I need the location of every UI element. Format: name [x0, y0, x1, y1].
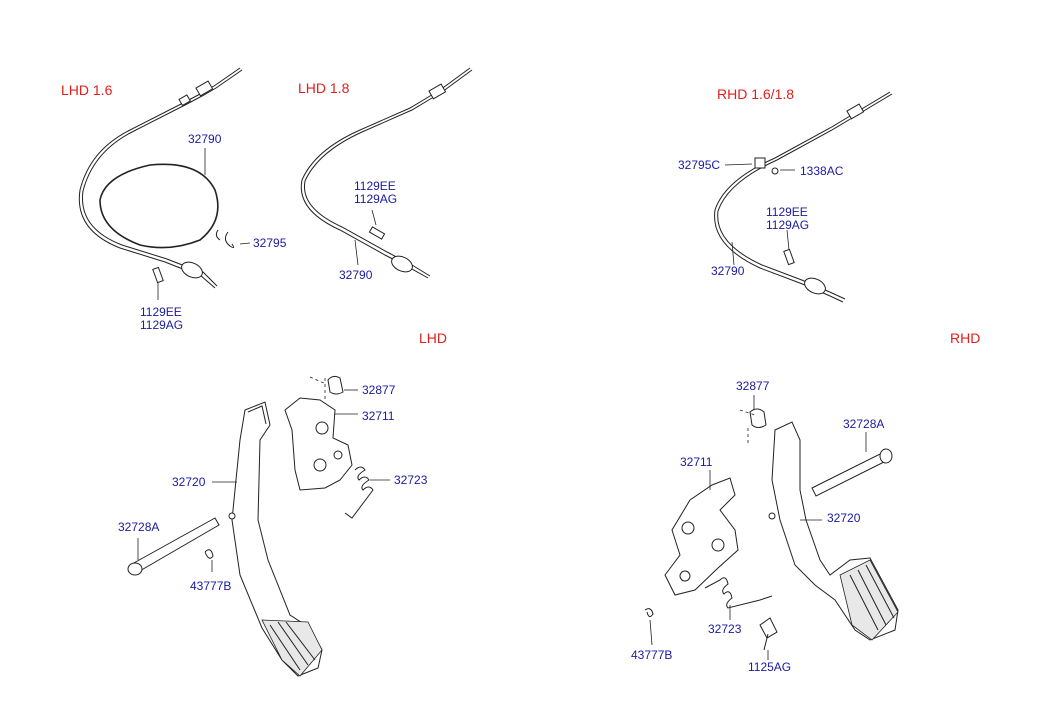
- cable-lhd-18: [300, 67, 473, 279]
- section-label-lhd: LHD: [419, 330, 448, 346]
- part-label-1129ag-lhd18: 1129AG: [354, 192, 398, 206]
- part-label-43777b-lhd: 43777B: [190, 579, 232, 593]
- part-label-1129ee-lhd18: 1129EE: [354, 179, 396, 193]
- part-label-32790-rhd: 32790: [711, 264, 745, 278]
- part-label-32720-lhd: 32720: [172, 475, 206, 489]
- section-label-lhd-18: LHD 1.8: [298, 80, 350, 96]
- part-label-1129ee-lhd16: 1129EE: [140, 305, 182, 319]
- part-label-32723-lhd: 32723: [394, 473, 428, 487]
- part-label-32728a-rhd: 32728A: [843, 417, 885, 431]
- part-label-32711-rhd: 32711: [680, 455, 713, 469]
- part-label-32790-lhd18: 32790: [339, 268, 373, 282]
- section-label-rhd: RHD: [950, 330, 981, 346]
- part-label-1129ag-rhd: 1129AG: [766, 218, 810, 232]
- part-label-32728a-lhd: 32728A: [118, 520, 160, 534]
- part-label-1129ag-lhd16: 1129AG: [140, 318, 184, 332]
- part-label-32795c: 32795C: [678, 158, 721, 172]
- cable-lhd-16: [78, 67, 251, 300]
- part-label-32723-rhd: 32723: [708, 622, 742, 636]
- section-label-rhd-1618: RHD 1.6/1.8: [717, 86, 795, 102]
- part-label-32720-rhd: 32720: [827, 511, 861, 525]
- pedal-assembly-lhd: [127, 375, 390, 677]
- part-label-32877-rhd: 32877: [736, 379, 770, 393]
- part-label-32790-lhd16: 32790: [188, 132, 222, 146]
- part-label-1129ee-rhd: 1129EE: [766, 205, 808, 219]
- cable-rhd: [714, 91, 893, 303]
- section-label-lhd-16: LHD 1.6: [61, 82, 113, 98]
- part-label-1338ac: 1338AC: [800, 164, 844, 178]
- part-label-32711-lhd: 32711: [362, 409, 395, 423]
- part-label-32877-lhd: 32877: [362, 383, 396, 397]
- part-label-32795: 32795: [253, 236, 287, 250]
- part-label-43777b-rhd: 43777B: [631, 648, 673, 662]
- pedal-assembly-rhd: [644, 395, 899, 660]
- part-label-1125ag: 1125AG: [748, 660, 792, 674]
